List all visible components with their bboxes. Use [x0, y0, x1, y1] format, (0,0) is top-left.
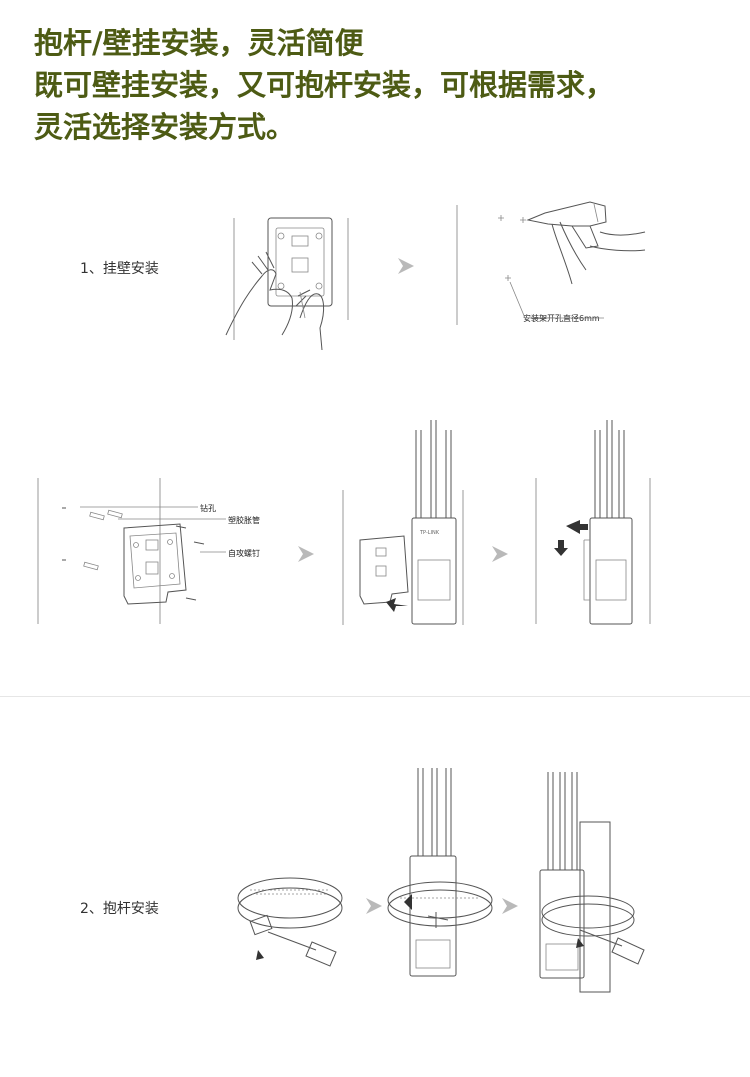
device-mounted-illustration: [535, 420, 651, 625]
step-arrow-1: [398, 258, 414, 274]
drill-diameter-note: 安装架开孔直径6mm: [523, 314, 600, 323]
step-arrow-3: [492, 546, 508, 562]
callout-plastic-anchor: 塑胶胀管: [228, 516, 260, 525]
headline-line-2: 既可壁挂安装，又可抱杆安装，可根据需求，: [34, 68, 615, 102]
step-arrow-2: [298, 546, 314, 562]
headline-line-1: 抱杆/壁挂安装，灵活简便: [34, 26, 364, 60]
step-arrow-4: [366, 898, 382, 914]
callout-drill-hole: 钻孔: [200, 504, 216, 513]
device-brand-text: TP-LINK: [419, 530, 440, 536]
step-arrow-5: [502, 898, 518, 914]
device-mount-illustration: TP-LINK: [342, 420, 464, 625]
section-divider: [0, 696, 750, 697]
exploded-bracket-illustration: [37, 478, 226, 624]
wall-mount-drill-illustration: [456, 201, 646, 325]
device-pole-illustration: [539, 772, 645, 993]
hose-clamp-illustration: [237, 877, 343, 967]
pole-mount-step-label: 2、抱杆安装: [80, 901, 159, 917]
device-clamp-illustration: [387, 768, 493, 977]
callout-tapping-screw: 自攻螺钉: [228, 549, 260, 558]
wall-mount-step-label: 1、挂壁安装: [80, 261, 159, 277]
wall-mount-bracket-illustration: [225, 217, 349, 351]
headline-line-3: 灵活选择安装方式。: [34, 110, 296, 144]
headline: 抱杆/壁挂安装，灵活简便 既可壁挂安装，又可抱杆安装，可根据需求， 灵活选择安装…: [34, 22, 734, 148]
